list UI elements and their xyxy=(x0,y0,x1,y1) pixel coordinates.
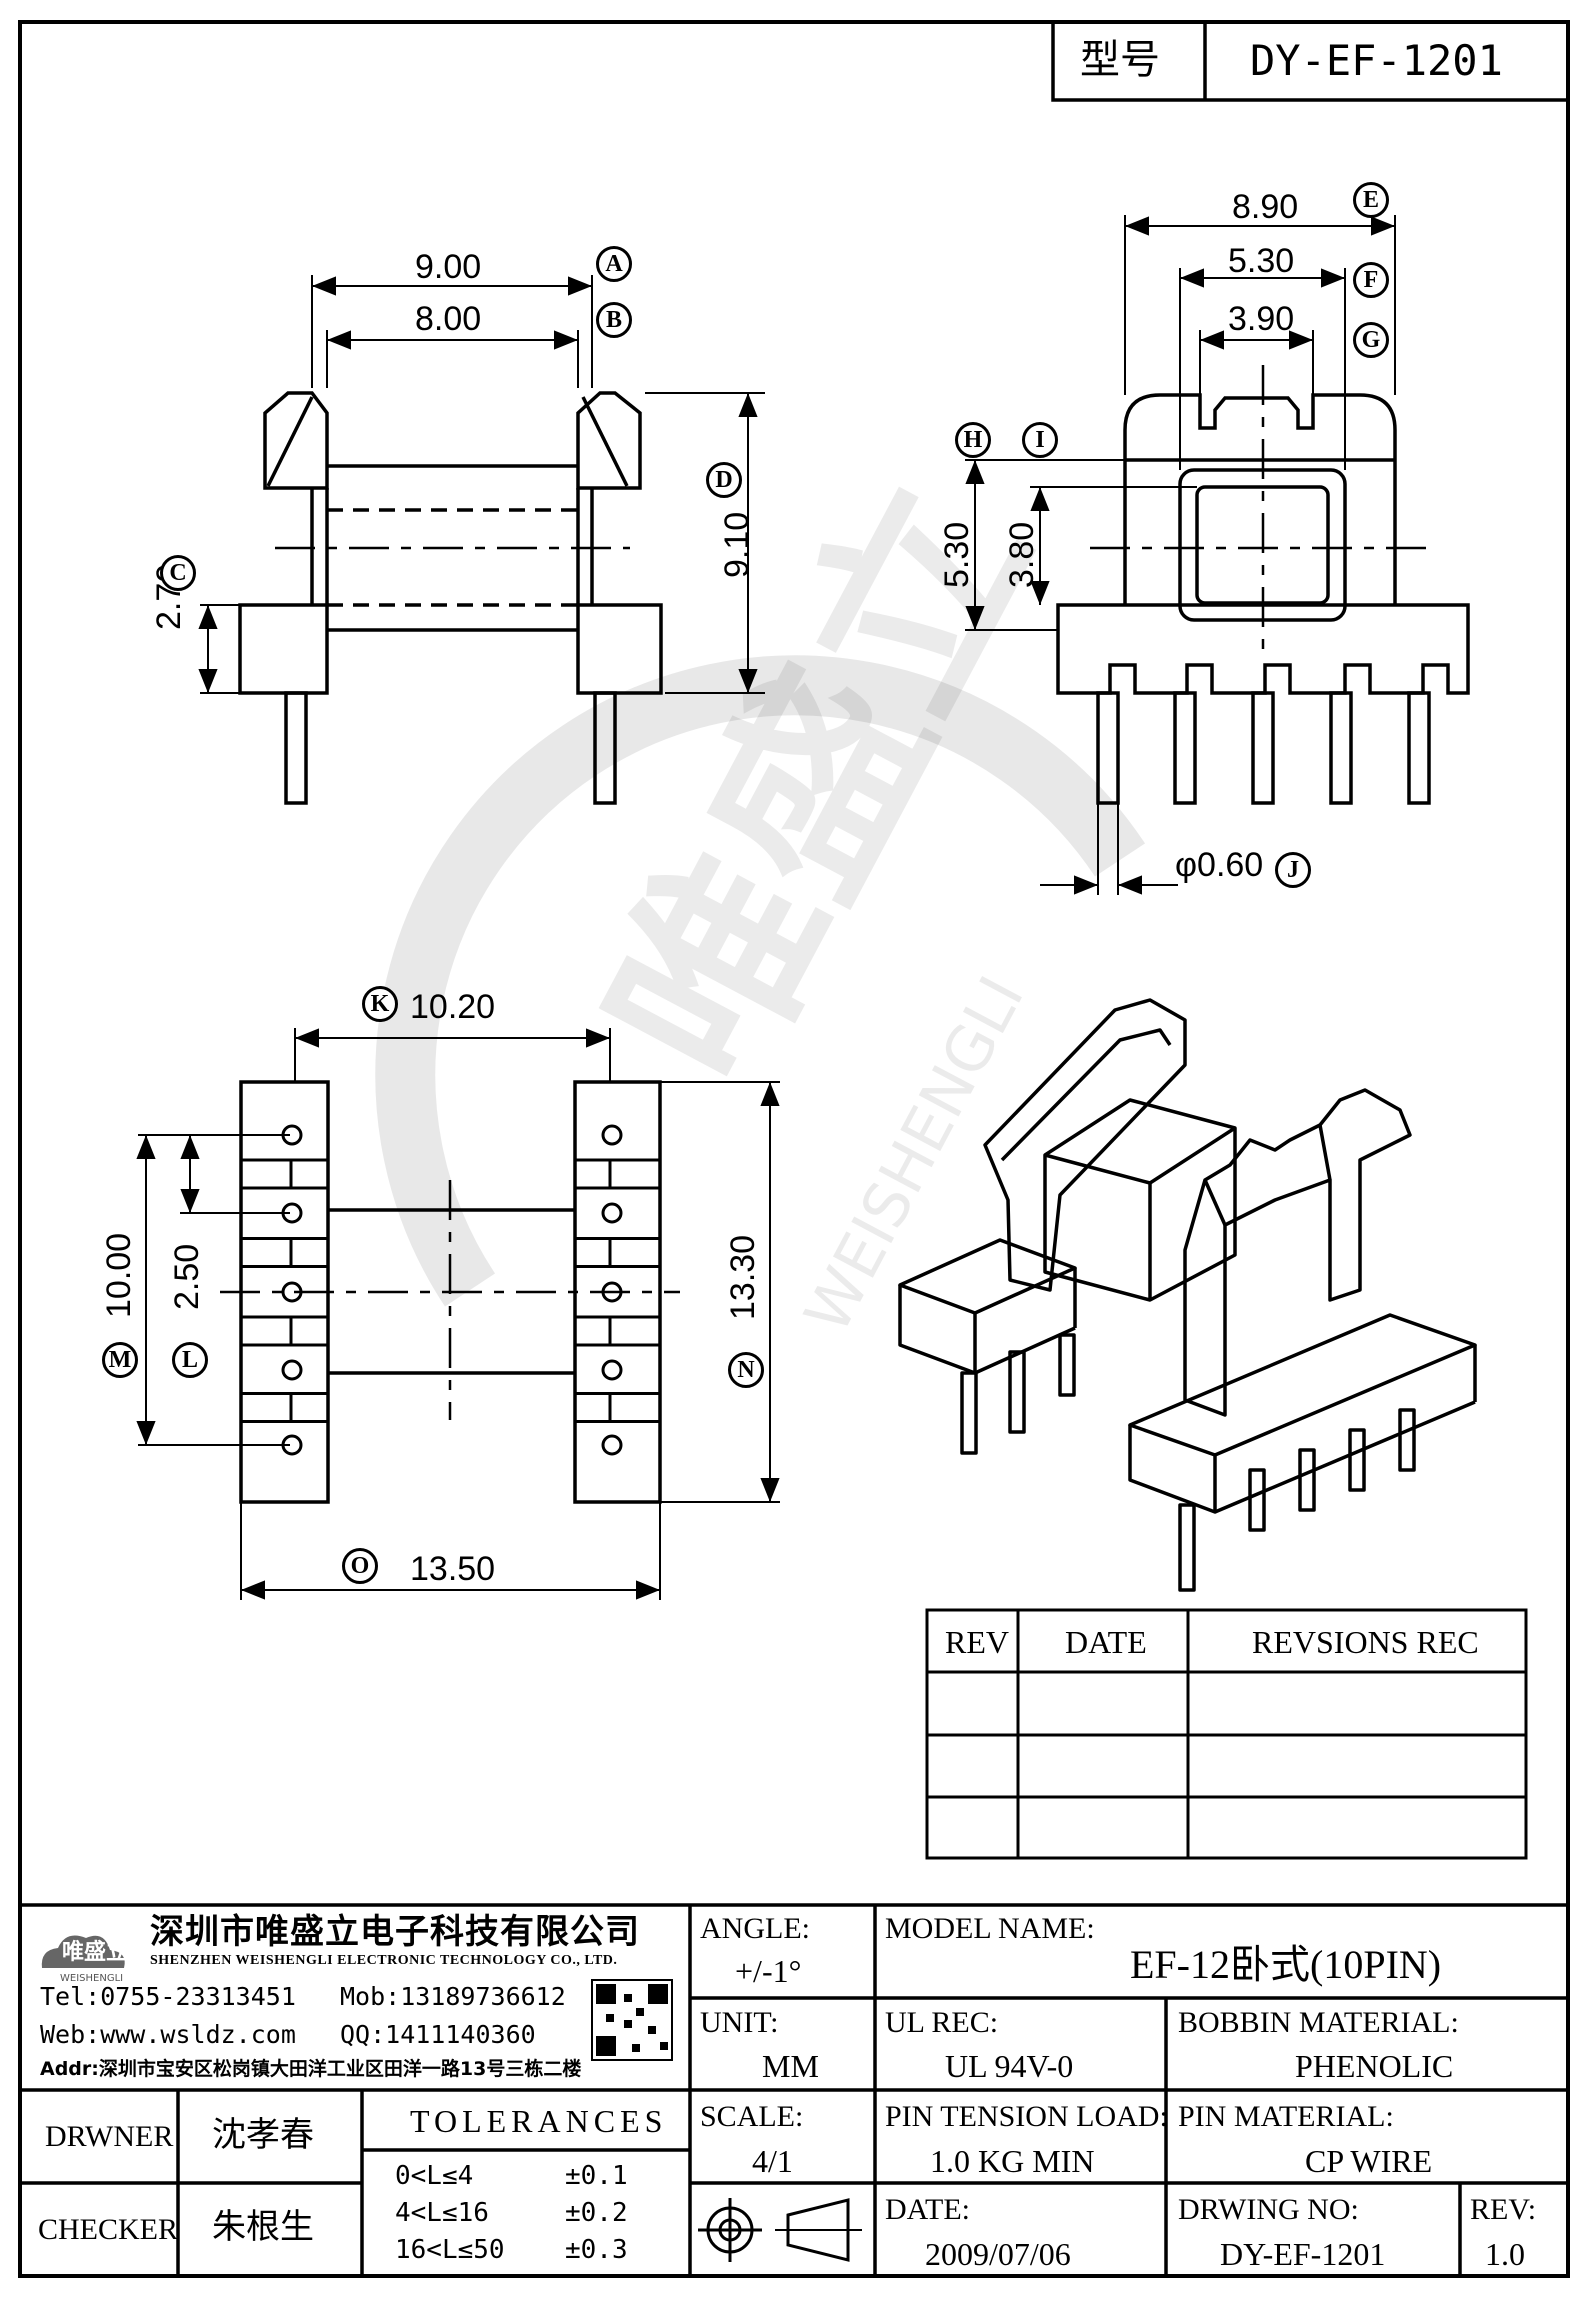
unit-value: MM xyxy=(762,2048,819,2084)
drawing-frame xyxy=(18,20,1570,2278)
callout-a: A xyxy=(596,246,632,282)
dim-f-value: 5.30 xyxy=(1228,242,1295,280)
dim-a-value: 9.00 xyxy=(415,248,482,286)
callout-f: F xyxy=(1353,262,1389,298)
callout-h: H xyxy=(955,422,991,458)
checker-name: 朱根生 xyxy=(212,2207,314,2247)
rev-header-rev: REV xyxy=(945,1624,1009,1660)
tolerance-value-1: ±0.1 xyxy=(565,2161,628,2191)
rev-label: REV: xyxy=(1470,2193,1537,2226)
company-web: Web:www.wsldz.com xyxy=(40,2020,296,2049)
dim-o-value: 13.50 xyxy=(410,1550,496,1588)
angle-label: ANGLE: xyxy=(700,1912,810,1945)
company-logo-text: 唯盛立 xyxy=(62,1940,129,1965)
dim-l-value: 2.50 xyxy=(168,1243,206,1310)
callout-i: I xyxy=(1022,422,1058,458)
company-tel: Tel:0755-23313451 xyxy=(40,1982,296,2011)
pin-tension-value: 1.0 KG MIN xyxy=(930,2143,1095,2179)
callout-o: O xyxy=(342,1548,378,1584)
bobbin-material-label: BOBBIN MATERIAL: xyxy=(1178,2006,1459,2039)
revision-table-grid xyxy=(925,1608,1528,1860)
rev-header-rec: REVSIONS REC xyxy=(1252,1624,1479,1660)
dim-k-value: 10.20 xyxy=(410,988,496,1026)
callout-n: N xyxy=(728,1352,764,1388)
pin-tension-label: PIN TENSION LOAD: xyxy=(885,2100,1168,2133)
title-block-grid xyxy=(20,20,1570,2276)
company-mob: Mob:13189736612 xyxy=(340,1982,566,2011)
dim-m-value: 10.00 xyxy=(100,1232,138,1318)
pin-hole xyxy=(601,1434,623,1456)
dim-n-value: 13.30 xyxy=(724,1234,762,1320)
pin-hole xyxy=(281,1281,303,1303)
checker-label: CHECKER xyxy=(38,2213,179,2246)
callout-j: J xyxy=(1275,852,1311,888)
drawner-name: 沈孝春 xyxy=(212,2115,314,2155)
date-value: 2009/07/06 xyxy=(925,2236,1071,2272)
callout-k: K xyxy=(362,986,398,1022)
callout-g: G xyxy=(1353,322,1389,358)
bottom-view-dims xyxy=(136,1028,780,1600)
dim-b-value: 8.00 xyxy=(415,300,482,338)
tolerance-value-3: ±0.3 xyxy=(565,2235,628,2265)
model-box-label: 型号 xyxy=(1080,37,1160,83)
callout-m: M xyxy=(102,1342,138,1378)
dim-g-value: 3.90 xyxy=(1228,300,1295,338)
qr-code xyxy=(591,1979,673,2061)
callout-c: C xyxy=(160,555,196,591)
bobbin-material-value: PHENOLIC xyxy=(1295,2048,1454,2084)
side-view xyxy=(1056,365,1470,805)
callout-d: D xyxy=(706,462,742,498)
pin-hole xyxy=(601,1202,623,1224)
scale-label: SCALE: xyxy=(700,2100,804,2133)
company-logo-mark xyxy=(41,1935,125,1968)
model-box-number: DY-EF-1201 xyxy=(1250,36,1503,85)
company-address: Addr:深圳市宝安区松岗镇大田洋工业区田洋一路13号三栋二楼 xyxy=(40,2058,582,2080)
watermark xyxy=(375,655,1145,1307)
tolerance-range-2: 4<L≤16 xyxy=(395,2198,489,2228)
tolerance-range-1: 0<L≤4 xyxy=(395,2161,474,2191)
company-logo-sub: WEISHENGLI xyxy=(60,1973,124,1984)
angle-value: +/-1° xyxy=(735,1953,802,1989)
pin-material-value: CP WIRE xyxy=(1305,2143,1433,2179)
date-label: DATE: xyxy=(885,2193,970,2226)
side-view-dims xyxy=(965,215,1396,895)
rev-value: 1.0 xyxy=(1485,2236,1525,2272)
callout-b: B xyxy=(596,302,632,338)
model-name-label: MODEL NAME: xyxy=(885,1912,1095,1945)
bottom-view-pin-holes xyxy=(241,1124,660,1456)
pin-hole xyxy=(281,1359,303,1381)
tolerance-value-2: ±0.2 xyxy=(565,2198,628,2228)
projection-symbol xyxy=(698,2198,862,2262)
pin-hole xyxy=(601,1124,623,1146)
bottom-view xyxy=(220,1080,680,1504)
company-name-en: SHENZHEN WEISHENGLI ELECTRONIC TECHNOLOG… xyxy=(150,1953,618,1968)
model-name-value: EF-12卧式(10PIN) xyxy=(1130,1942,1442,1987)
tolerances-heading: TOLERANCES xyxy=(410,2103,668,2139)
drawing-no-value: DY-EF-1201 xyxy=(1220,2236,1386,2272)
ul-rec-label: UL REC: xyxy=(885,2006,999,2039)
rev-header-date: DATE xyxy=(1065,1624,1147,1660)
pin-hole xyxy=(601,1281,623,1303)
dim-e-value: 8.90 xyxy=(1232,188,1299,226)
isometric-view xyxy=(898,998,1477,1592)
pin-material-label: PIN MATERIAL: xyxy=(1178,2100,1394,2133)
front-view xyxy=(238,391,663,805)
tolerance-range-3: 16<L≤50 xyxy=(395,2235,505,2265)
ul-rec-value: UL 94V-0 xyxy=(945,2048,1074,2084)
company-qq: QQ:1411140360 xyxy=(340,2020,536,2049)
callout-e: E xyxy=(1353,182,1389,218)
callout-l: L xyxy=(172,1342,208,1378)
drawing-no-label: DRWING NO: xyxy=(1178,2193,1359,2226)
front-view-dims xyxy=(198,275,765,694)
dim-j-value: φ0.60 xyxy=(1175,846,1264,884)
pin-hole xyxy=(601,1359,623,1381)
unit-label: UNIT: xyxy=(700,2006,779,2039)
drawner-label: DRWNER xyxy=(45,2120,174,2153)
company-name-cn: 深圳市唯盛立电子科技有限公司 xyxy=(150,1912,640,1952)
scale-value: 4/1 xyxy=(752,2143,793,2179)
